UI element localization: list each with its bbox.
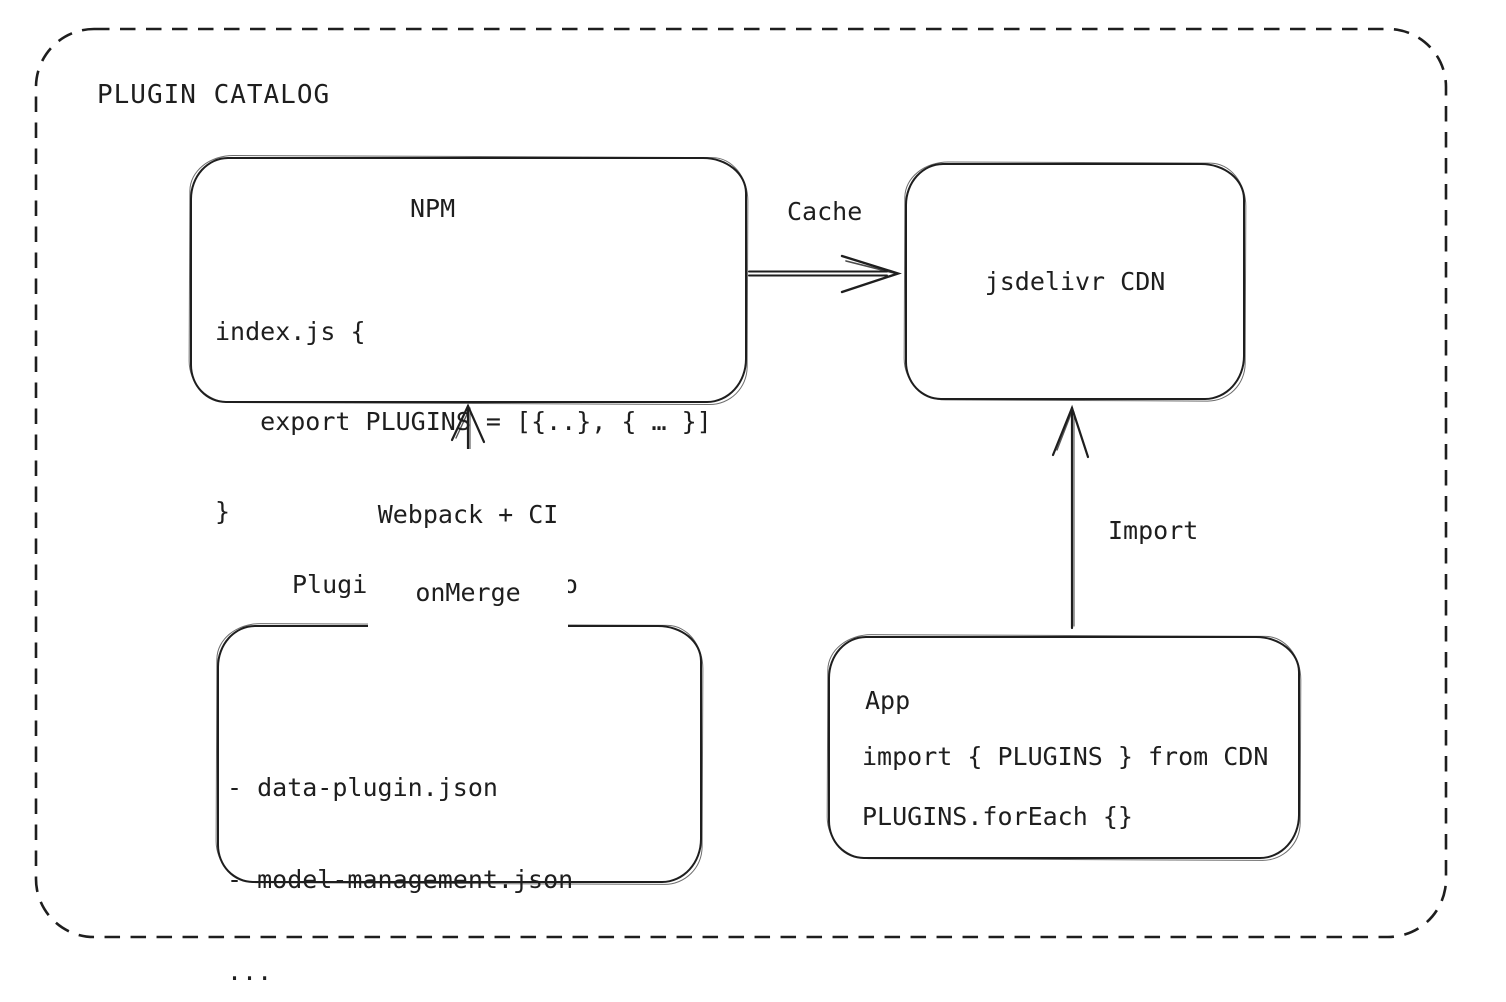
code-line: PLUGINS.forEach {} bbox=[862, 802, 1133, 831]
repo-file-list: - data-plugin.json - model-management.js… bbox=[227, 711, 573, 1002]
cdn-node-title: jsdelivr CDN bbox=[984, 267, 1166, 296]
import-arrow-label: Import bbox=[1108, 516, 1199, 545]
npm-node-title: NPM bbox=[410, 194, 456, 223]
code-line: export PLUGINS = [{..}, { … }] bbox=[215, 407, 712, 436]
build-arrow-label-line2: onMerge bbox=[415, 578, 521, 607]
import-arrow bbox=[1051, 404, 1090, 630]
frame-title: PLUGIN CATALOG bbox=[97, 80, 331, 110]
cache-arrow bbox=[748, 254, 902, 294]
code-line: import { PLUGINS } from CDN bbox=[862, 742, 1269, 771]
build-arrow-label: Webpack + CI onMerge bbox=[368, 449, 568, 661]
cdn-node: jsdelivr CDN bbox=[905, 163, 1245, 400]
repo-file-item: ... bbox=[227, 957, 273, 986]
repo-file-item: - model-management.json bbox=[227, 865, 574, 894]
build-arrow-label-line1: Webpack + CI bbox=[377, 500, 559, 529]
cache-arrow-label: Cache bbox=[787, 197, 863, 226]
npm-node: NPM index.js { export PLUGINS = [{..}, {… bbox=[190, 157, 747, 526]
repo-node: - data-plugin.json - model-management.js… bbox=[217, 625, 702, 986]
app-node-title: App bbox=[865, 686, 911, 715]
code-line: index.js { bbox=[215, 317, 366, 346]
app-node: App import { PLUGINS } from CDN PLUGINS.… bbox=[828, 636, 1300, 859]
code-line: } bbox=[215, 497, 231, 526]
repo-file-item: - data-plugin.json bbox=[227, 773, 498, 802]
